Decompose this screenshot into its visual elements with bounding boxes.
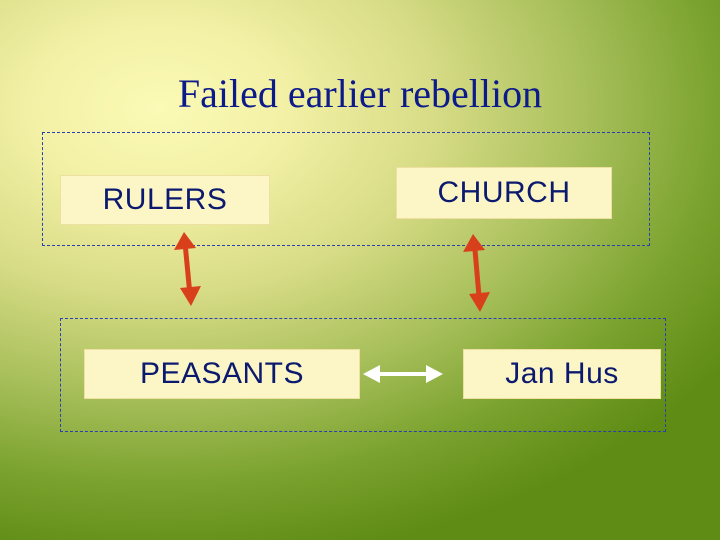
- rulers-box: RULERS: [60, 175, 270, 225]
- peasants-janhus-arrow: [363, 365, 443, 383]
- top-group-frame: [42, 132, 650, 246]
- bottom-group-frame: [60, 318, 666, 432]
- jan-hus-box: Jan Hus: [463, 349, 661, 399]
- peasants-box: PEASANTS: [84, 349, 360, 399]
- church-janhus-arrow: [463, 234, 490, 312]
- slide-title: Failed earlier rebellion: [177, 71, 543, 116]
- church-box: CHURCH: [396, 167, 612, 219]
- rulers-peasants-arrow: [174, 232, 201, 306]
